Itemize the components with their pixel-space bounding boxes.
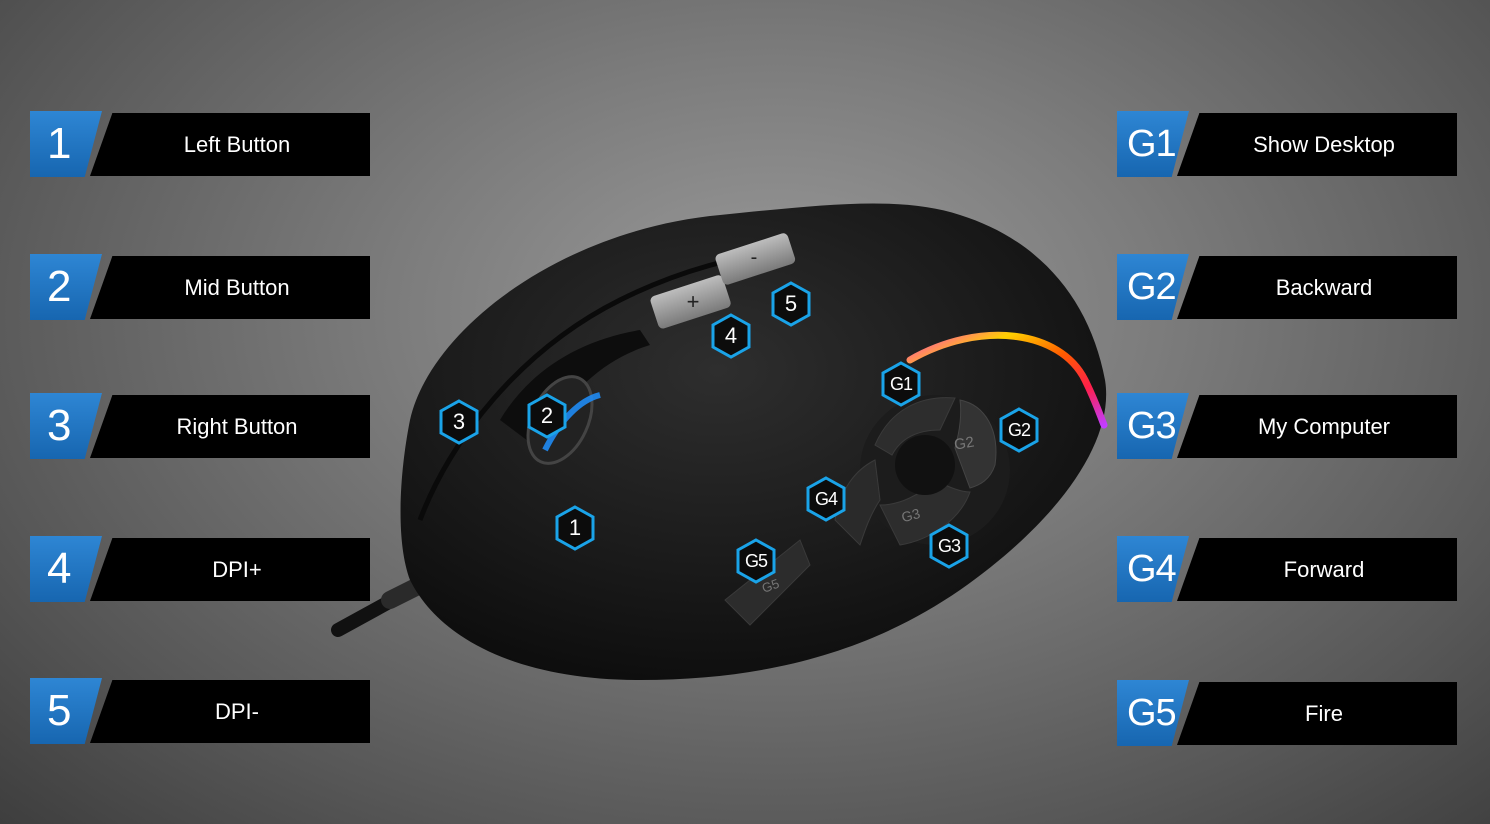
marker-5: 5 xyxy=(770,281,812,327)
legend-row-g1: G1 Show Desktop xyxy=(1117,111,1457,177)
legend-label: Show Desktop xyxy=(1177,113,1457,176)
legend-label: DPI- xyxy=(90,680,370,743)
side-button-g2-text: G2 xyxy=(953,433,976,453)
legend-label: Fire xyxy=(1177,682,1457,745)
marker-g2: G2 xyxy=(998,407,1040,453)
legend-row-g2: G2 Backward xyxy=(1117,254,1457,320)
marker-3: 3 xyxy=(438,399,480,445)
legend-label: My Computer xyxy=(1177,395,1457,458)
legend-row-1: 1 Left Button xyxy=(30,111,370,177)
dpi-minus-key-label: - xyxy=(751,246,758,268)
marker-g3: G3 xyxy=(928,523,970,569)
legend-number-badge: G4 xyxy=(1117,536,1189,602)
legend-label: Left Button xyxy=(90,113,370,176)
legend-row-g4: G4 Forward xyxy=(1117,536,1457,602)
marker-1: 1 xyxy=(554,505,596,551)
legend-row-2: 2 Mid Button xyxy=(30,254,370,320)
marker-4: 4 xyxy=(710,313,752,359)
legend-label: DPI+ xyxy=(90,538,370,601)
marker-g4: G4 xyxy=(805,476,847,522)
dpi-plus-key-label: + xyxy=(687,289,700,314)
side-button-g1 xyxy=(874,397,956,456)
side-button-g5-text: G5 xyxy=(760,576,781,596)
legend-number-badge: G2 xyxy=(1117,254,1189,320)
marker-g1: G1 xyxy=(880,361,922,407)
legend-number-badge: G1 xyxy=(1117,111,1189,177)
legend-row-4: 4 DPI+ xyxy=(30,536,370,602)
marker-2: 2 xyxy=(526,393,568,439)
legend-label: Forward xyxy=(1177,538,1457,601)
legend-row-5: 5 DPI- xyxy=(30,678,370,744)
legend-row-g3: G3 My Computer xyxy=(1117,393,1457,459)
rgb-light-strip xyxy=(906,331,1108,429)
dpi-minus-key xyxy=(715,233,796,285)
legend-number-badge: 1 xyxy=(30,111,102,177)
legend-label: Mid Button xyxy=(90,256,370,319)
dpi-plus-key xyxy=(650,275,731,329)
legend-label: Backward xyxy=(1177,256,1457,319)
legend-row-3: 3 Right Button xyxy=(30,393,370,459)
side-button-g2 xyxy=(954,399,997,489)
side-button-g3-text: G3 xyxy=(900,505,922,525)
legend-label: Right Button xyxy=(90,395,370,458)
legend-row-g5: G5 Fire xyxy=(1117,680,1457,746)
marker-g5: G5 xyxy=(735,538,777,584)
